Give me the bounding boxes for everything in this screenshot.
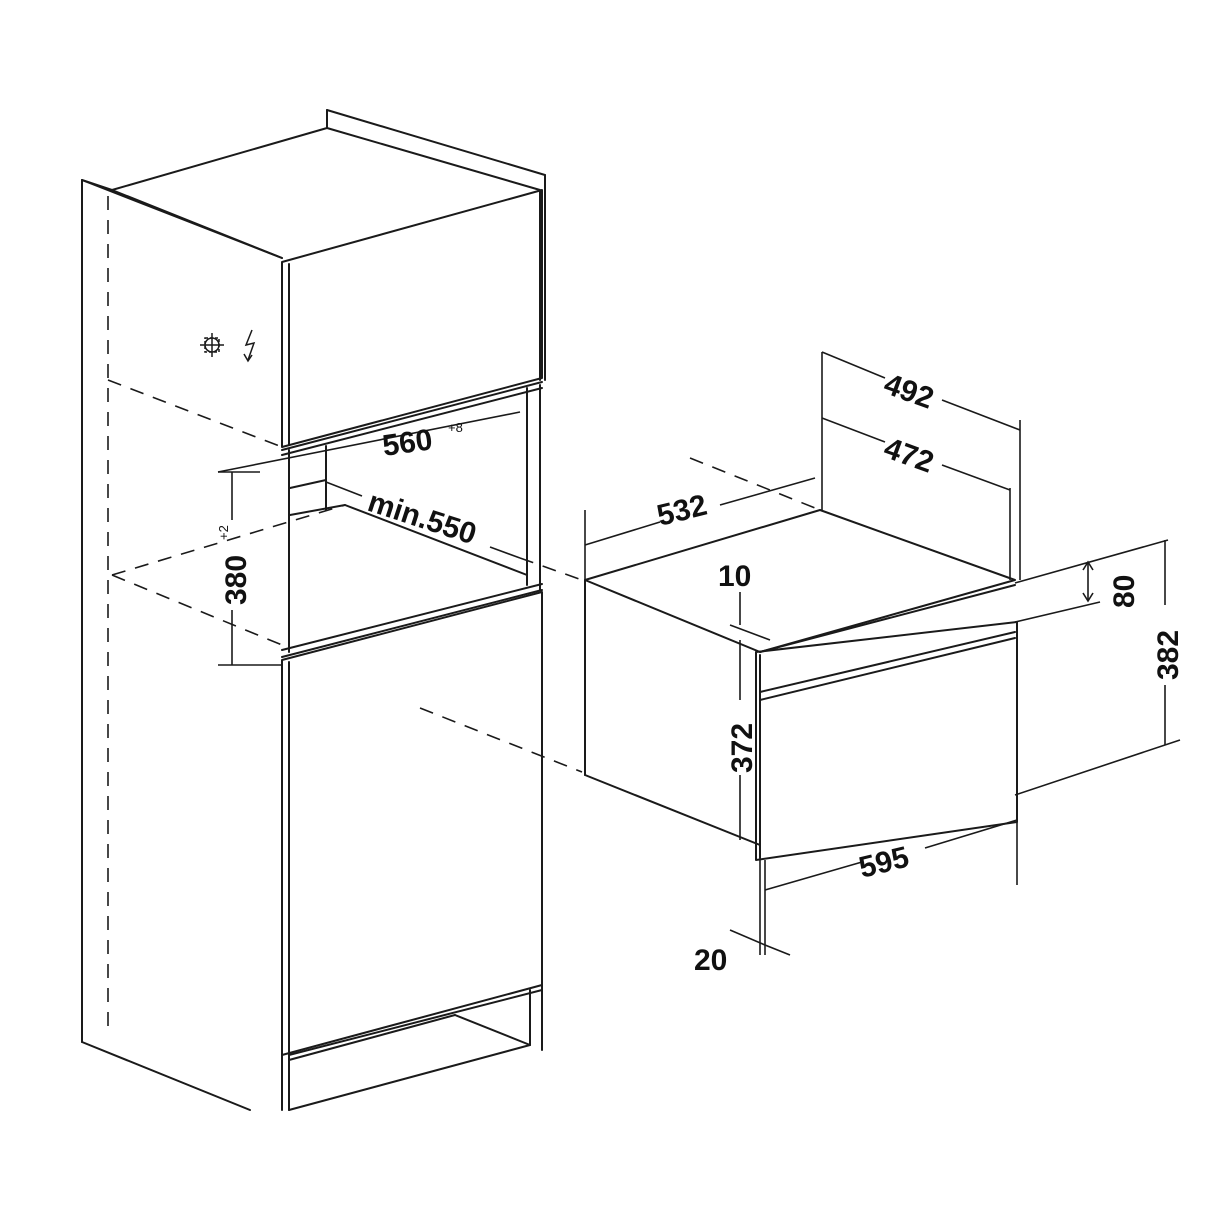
appliance-dimensions <box>584 351 1181 956</box>
label-body-height: 372 <box>726 723 759 773</box>
label-niche-height-tolerance: +2 <box>216 525 231 540</box>
label-front-height: 382 <box>1152 630 1185 680</box>
label-niche-height: 380 <box>220 555 253 605</box>
dimension-labels: 560 +8 min.550 380 +2 532 492 472 10 80 … <box>216 368 1185 977</box>
lightning-bolt-icon <box>243 329 256 363</box>
label-front-thickness: 20 <box>694 944 727 977</box>
label-top-depth-inner: 472 <box>880 432 938 480</box>
label-body-depth: 532 <box>654 489 711 533</box>
label-gap-top: 10 <box>718 560 751 593</box>
cabinet <box>81 109 546 1111</box>
label-niche-width-tolerance: +8 <box>448 420 463 435</box>
label-top-offset: 80 <box>1108 575 1141 608</box>
appliance <box>584 509 1018 955</box>
electrical-socket-icon <box>200 333 224 357</box>
niche-dimensions <box>217 411 583 773</box>
label-niche-width: 560 <box>380 423 434 463</box>
label-front-width: 595 <box>856 841 913 885</box>
label-niche-depth: min.550 <box>364 485 480 551</box>
label-top-depth-outer: 492 <box>880 368 938 416</box>
